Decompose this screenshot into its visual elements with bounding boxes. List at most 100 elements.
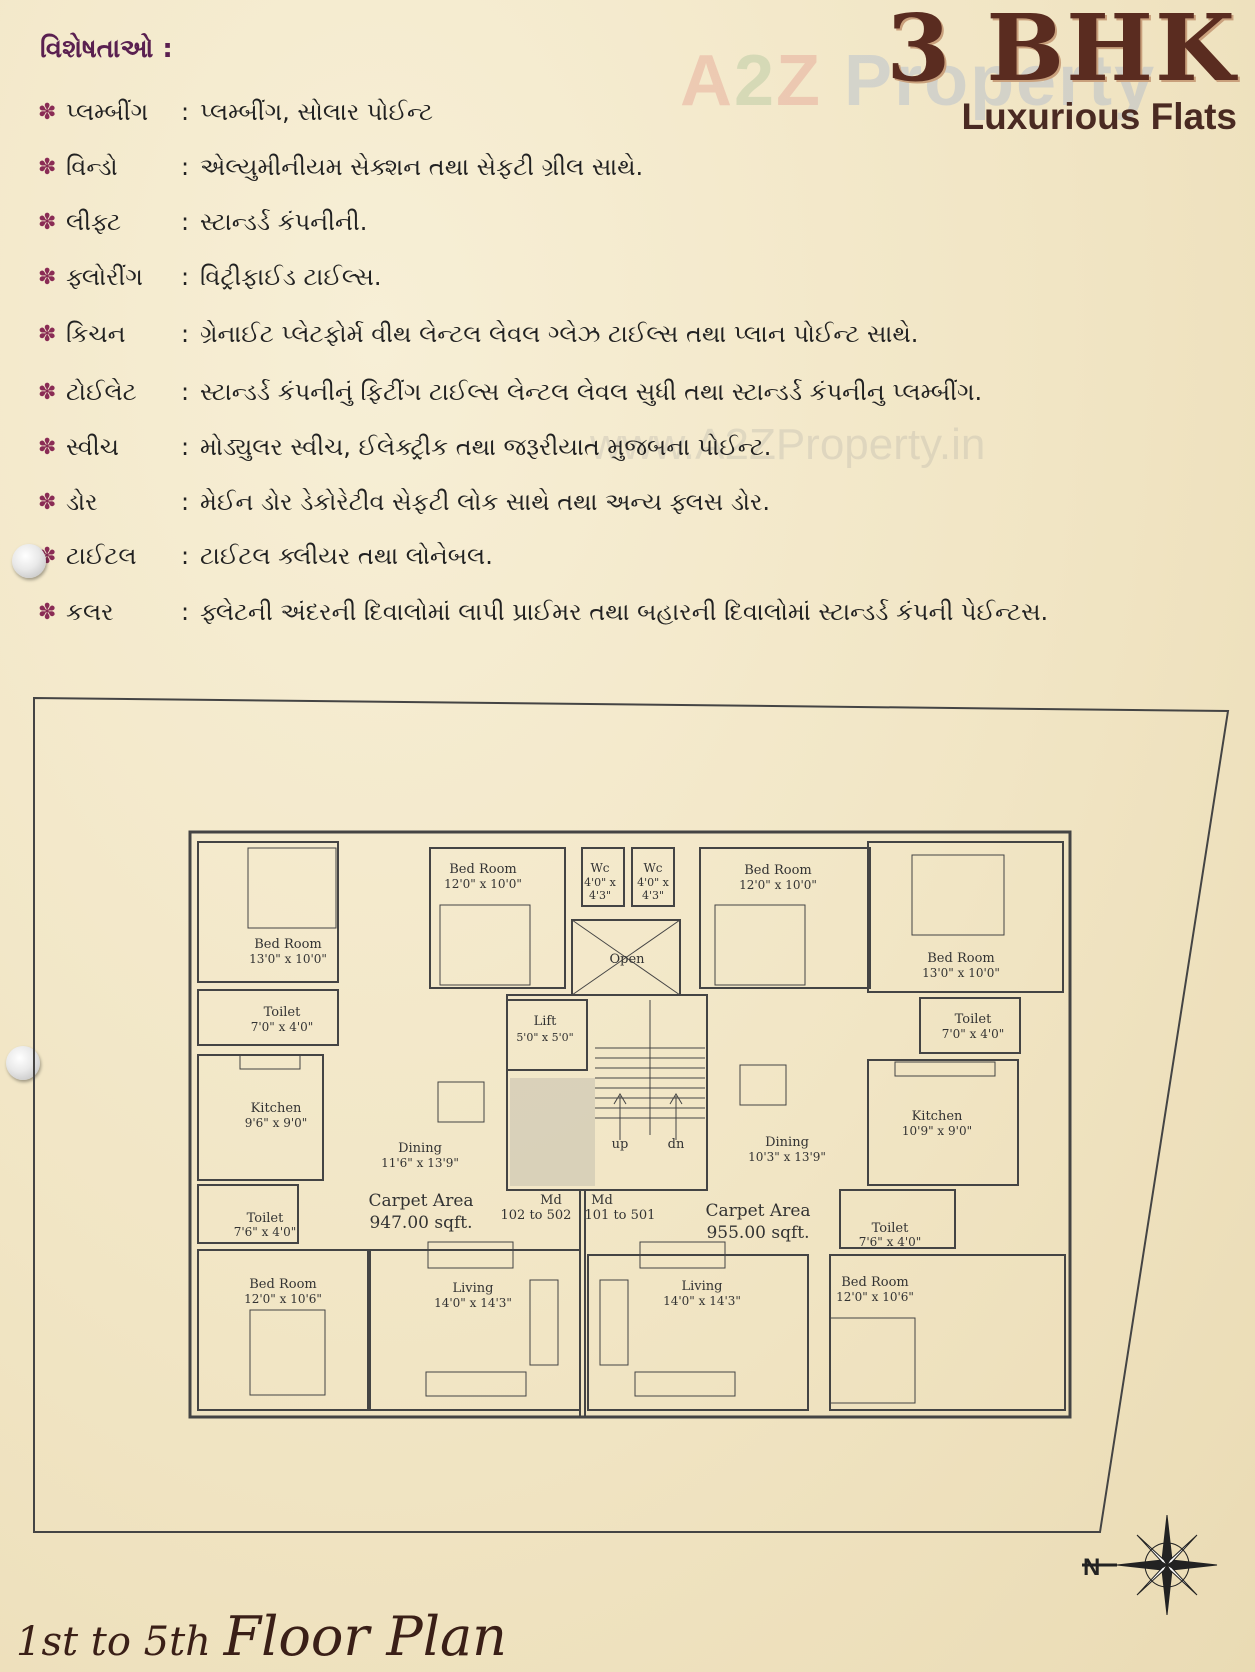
west-main-door: Md: [540, 1193, 562, 1208]
flower-bullet-icon: ✽: [38, 599, 57, 625]
bhk-subtitle: Luxurious Flats: [961, 96, 1237, 137]
spec-label: ફ્લોરીંગ: [66, 263, 143, 291]
east-bedroom-top: [699, 847, 871, 989]
wc-east: [631, 847, 675, 907]
east-toilet-bottom-size: 7'6" x 4'0": [859, 1235, 922, 1249]
west-living-name: Living: [453, 1281, 494, 1296]
spec-item: ✽કિચન:ગ્રેનાઈટ પ્લેટફોર્મ વીથ લેન્ટલ લેવ…: [38, 320, 919, 348]
west-bedroom-top-size: 12'0" x 10'0": [444, 877, 522, 891]
spec-label: ટોઈલેટ: [66, 378, 137, 406]
spec-label: લીફ્ટ: [66, 208, 121, 236]
west-toilet-top-name: Toilet: [264, 1005, 301, 1020]
spec-text: ફ્લેટની અંદરની દિવાલોમાં લાપી પ્રાઈમર તથ…: [200, 598, 1049, 626]
west-toilet-bottom-name: Toilet: [247, 1211, 284, 1226]
flower-bullet-icon: ✽: [38, 264, 57, 290]
east-toilet-bottom-name: Toilet: [872, 1221, 909, 1236]
spec-text: એલ્યુમીનીયમ સેક્શન તથા સેફટી ગ્રીલ સાથે.: [200, 153, 644, 181]
spec-text: ટાઈટલ ક્લીયર તથા લોનેબલ.: [200, 542, 493, 570]
east-carpet-label: Carpet Area: [705, 1201, 810, 1221]
east-dining-size: 10'3" x 13'9": [748, 1150, 826, 1164]
watermark-url: www.A2ZProperty.in: [590, 420, 986, 469]
east-toilet-top-size: 7'0" x 4'0": [942, 1027, 1005, 1041]
spec-item: ✽ટોઈલેટ:સ્ટાન્ડર્ડ કંપનીનું ફિટીંગ ટાઈલ્…: [38, 378, 983, 406]
west-living-size: 14'0" x 14'3": [434, 1296, 512, 1310]
watermark-2: 2: [734, 41, 777, 121]
spec-text: મેઈન ડોર ડેકોરેટીવ સેફટી લોક સાથે તથા અન…: [200, 488, 771, 516]
west-wc-size1: 4'0" x: [584, 876, 617, 889]
stair-up-label: up: [612, 1137, 629, 1152]
west-bedroom-bottom-name: Bed Room: [249, 1277, 316, 1292]
spec-text: પ્લમ્બીંગ, સોલાર પોઈન્ટ: [200, 98, 433, 126]
west-bedroom-top: [429, 847, 566, 989]
west-toilet-bottom-size: 7'6" x 4'0": [234, 1225, 297, 1239]
floor-plan-title: 1st to 5th Floor Plan: [16, 1605, 507, 1668]
flower-bullet-icon: ✽: [38, 321, 57, 347]
spec-item: ✽ફ્લોરીંગ:વિટ્રીફાઈડ ટાઈલ્સ.: [38, 263, 382, 291]
lift-name: Lift: [534, 1014, 558, 1029]
east-toilet-top-name: Toilet: [955, 1012, 992, 1027]
spec-label: વિન્ડો: [66, 153, 118, 181]
west-bedroom-left-size: 13'0" x 10'0": [249, 952, 327, 966]
west-wc-size2: 4'3": [589, 889, 611, 902]
east-kitchen-size: 10'9" x 9'0": [902, 1124, 972, 1138]
flower-bullet-icon: ✽: [38, 434, 57, 460]
east-bedroom-top-name: Bed Room: [744, 863, 811, 878]
west-wc-name: Wc: [590, 861, 609, 875]
spec-text: ગ્રેનાઈટ પ્લેટફોર્મ વીથ લેન્ટલ લેવલ ગ્લે…: [200, 320, 919, 348]
spec-item: ✽પ્લમ્બીંગ:પ્લમ્બીંગ, સોલાર પોઈન્ટ: [38, 98, 433, 126]
east-bedroom-bottom-name: Bed Room: [841, 1275, 908, 1290]
east-wc-size1: 4'0" x: [637, 876, 670, 889]
flower-bullet-icon: ✽: [38, 379, 57, 405]
open-duct: [571, 919, 681, 996]
west-dining-size: 11'6" x 13'9": [381, 1156, 459, 1170]
spec-label: કલર: [66, 598, 114, 626]
east-bedroom-right: [867, 841, 1064, 993]
wc-west: [581, 847, 625, 907]
watermark-z: Z: [776, 41, 823, 121]
spec-item: ✽કલર:ફ્લેટની અંદરની દિવાલોમાં લાપી પ્રાઈ…: [38, 598, 1049, 626]
flower-bullet-icon: ✽: [38, 209, 57, 235]
west-bedroom-left-name: Bed Room: [254, 937, 321, 952]
open-label: Open: [609, 952, 645, 967]
west-carpet-value: 947.00 sqft.: [369, 1213, 472, 1233]
spec-item: ✽ટાઈટલ:ટાઈટલ ક્લીયર તથા લોનેબલ.: [38, 542, 493, 570]
bhk-title: 3 BHK: [886, 0, 1237, 102]
spec-text: સ્ટાન્ડર્ડ કંપનીનું ફિટીંગ ટાઈલ્સ લેન્ટલ…: [200, 378, 983, 406]
east-bedroom-right-size: 13'0" x 10'0": [922, 966, 1000, 980]
specifications-heading: વિશેષતાઓ :: [40, 34, 173, 64]
spec-label: સ્વીચ: [66, 433, 119, 461]
plot-boundary: [33, 696, 1230, 1533]
spec-text: મોડ્યુલર સ્વીચ, ઈલેક્ટ્રીક તથા જરૂરીયાત …: [200, 433, 772, 461]
west-bedroom-top-name: Bed Room: [449, 862, 516, 877]
compass-rose-icon: [1082, 1514, 1218, 1616]
spec-label: કિચન: [66, 320, 126, 348]
spec-label: ડોર: [66, 488, 98, 516]
east-bedroom-bottom-size: 12'0" x 10'6": [836, 1290, 914, 1304]
east-flat-numbers: 101 to 501: [585, 1208, 656, 1223]
west-bedroom-bottom-size: 12'0" x 10'6": [244, 1292, 322, 1306]
east-carpet-value: 955.00 sqft.: [706, 1223, 809, 1243]
west-bedroom-left: [197, 841, 339, 983]
spec-label: પ્લમ્બીંગ: [66, 98, 149, 126]
north-label: N: [1083, 1554, 1101, 1581]
east-dining-name: Dining: [765, 1135, 809, 1150]
west-flat-numbers: 102 to 502: [501, 1208, 572, 1223]
spec-text: સ્ટાન્ડર્ડ કંપનીની.: [200, 208, 368, 236]
west-carpet-label: Carpet Area: [368, 1191, 473, 1211]
a2z-watermark-logo: A2Z Property: [680, 40, 1156, 122]
east-wc-size2: 4'3": [642, 889, 664, 902]
floor-plan: Bed Room 12'0" x 10'0" Bed Room 13'0" x …: [33, 696, 1230, 1533]
east-bedroom-right-name: Bed Room: [927, 951, 994, 966]
flower-bullet-icon: ✽: [38, 154, 57, 180]
spec-item: ✽વિન્ડો:એલ્યુમીનીયમ સેક્શન તથા સેફટી ગ્ર…: [38, 153, 644, 181]
east-kitchen-name: Kitchen: [912, 1109, 963, 1124]
west-dining-name: Dining: [398, 1141, 442, 1156]
floor-plan-title-script: Floor Plan: [223, 1605, 507, 1668]
west-kitchen-size: 9'6" x 9'0": [245, 1116, 308, 1130]
punch-hole-icon: [12, 544, 46, 578]
spec-label: ટાઈટલ: [66, 542, 137, 570]
flower-bullet-icon: ✽: [38, 489, 57, 515]
lift-box: [506, 999, 588, 1071]
west-toilet-top-size: 7'0" x 4'0": [251, 1020, 314, 1034]
spec-item: ✽ડોર:મેઈન ડોર ડેકોરેટીવ સેફટી લોક સાથે ત…: [38, 488, 771, 516]
